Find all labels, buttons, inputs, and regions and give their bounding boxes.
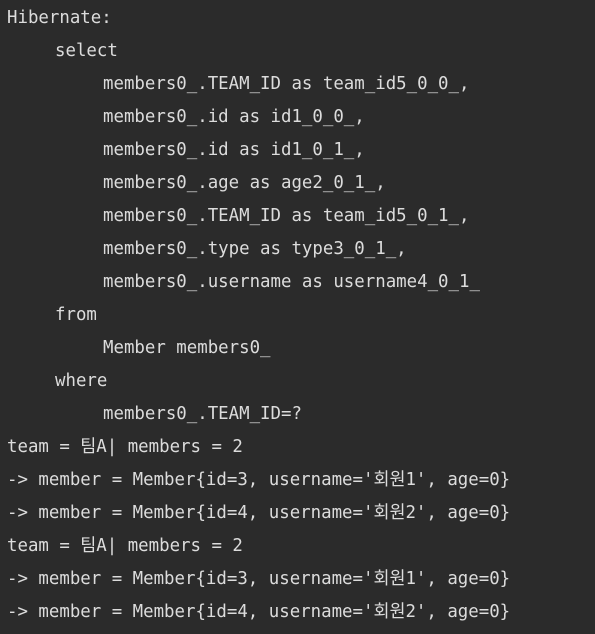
console-line-sql-column: members0_.TEAM_ID as team_id5_0_1_, <box>103 206 470 226</box>
console-line-sql-column: members0_.id as id1_0_1_, <box>103 140 365 160</box>
console-line-sql-column: members0_.age as age2_0_1_, <box>103 173 386 193</box>
console-line-sql-where: where <box>55 371 108 391</box>
console-line-sql-from: from <box>55 305 97 325</box>
console-line-member-output: -> member = Member{id=3, username='회원1',… <box>7 470 511 490</box>
console-line-sql-column: members0_.username as username4_0_1_ <box>103 272 480 292</box>
console-line-sql-select: select <box>55 41 118 61</box>
console-line-team-output: team = 팀A| members = 2 <box>7 437 243 457</box>
console-line-sql-column: members0_.type as type3_0_1_, <box>103 239 407 259</box>
console-line-team-output: team = 팀A| members = 2 <box>7 536 243 556</box>
console-line-sql-column: members0_.id as id1_0_0_, <box>103 107 365 127</box>
console-line-member-output: -> member = Member{id=3, username='회원1',… <box>7 569 511 589</box>
console-line-hibernate-header: Hibernate: <box>7 8 112 28</box>
console-line-member-output: -> member = Member{id=4, username='회원2',… <box>7 602 511 622</box>
console-line-sql-condition: members0_.TEAM_ID=? <box>103 404 302 424</box>
console-line-member-output: -> member = Member{id=4, username='회원2',… <box>7 503 511 523</box>
console-line-sql-column: members0_.TEAM_ID as team_id5_0_0_, <box>103 74 470 94</box>
console-line-sql-table: Member members0_ <box>103 338 271 358</box>
